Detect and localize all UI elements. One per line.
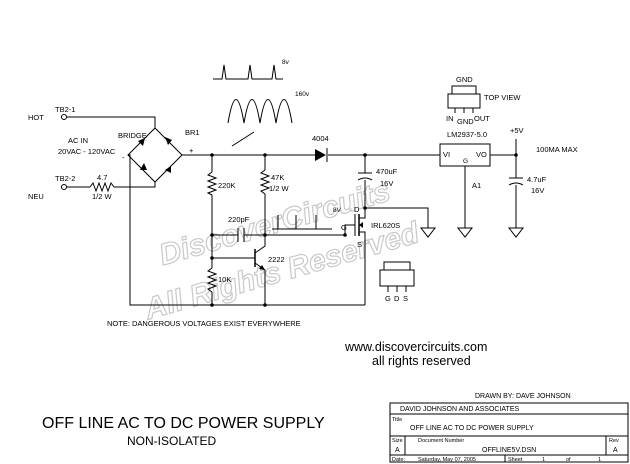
rights-text: all rights reserved — [372, 354, 471, 368]
company-name: DAVID JOHNSON AND ASSOCIATES — [400, 406, 519, 413]
label-mosfet: IRL620S — [371, 221, 400, 230]
label-47k: 47K — [271, 173, 284, 182]
label-pkg-g: G — [385, 294, 391, 303]
waveform-pointer — [231, 131, 255, 147]
size-caption: Size — [392, 438, 403, 444]
output-5v: +5V 100MA MAX 4.7uF 16V — [508, 126, 578, 228]
date-caption: Date: — [392, 457, 406, 463]
label-gnd-top: GND — [456, 75, 473, 84]
size-value: A — [395, 447, 400, 454]
of-value: 1 — [598, 457, 601, 463]
regulator-lm2937: LM2937-5.0 VI VO G A1 — [439, 130, 516, 228]
label-r-in-power: 1/2 W — [92, 192, 113, 201]
label-bridge: BRIDGE — [118, 131, 147, 140]
date-value: Saturday, May 07, 2005 — [418, 457, 476, 463]
label-neu: NEU — [28, 192, 44, 201]
label-bridge-plus: + — [189, 146, 194, 155]
label-470uf-v: 16V — [380, 179, 393, 188]
docnum-caption: Document Number — [418, 438, 464, 444]
waveform-8v-pulses: 8v — [213, 59, 290, 80]
drawing-title: OFF LINE AC TO DC POWER SUPPLY — [42, 415, 325, 432]
resistor-4r7: 4.7 1/2 W — [89, 173, 115, 201]
rev-caption: Rev — [609, 438, 619, 444]
of-caption: of — [566, 457, 571, 463]
label-mosfet-s: S — [357, 240, 362, 249]
website-url: www.discovercircuits.com — [344, 340, 487, 354]
capacitor-220pf: 220pF — [212, 215, 345, 242]
title-caption: Title — [392, 417, 402, 423]
label-pkg-s: S — [403, 294, 408, 303]
transistor-2222: 2222 — [212, 238, 285, 307]
bridge-rectifier: BRIDGE BR1 + - — [118, 127, 200, 183]
label-pin-out: OUT — [474, 114, 490, 123]
label-47k-power: 1/2 W — [269, 184, 290, 193]
wire-return — [128, 154, 365, 306]
label-bridge-minus: - — [122, 153, 125, 162]
label-47uf-v: 16V — [531, 186, 544, 195]
docnum-value: OFFLINE5V.DSN — [482, 447, 536, 454]
mosfet-package: G D S — [379, 261, 415, 303]
label-47uf: 4.7uF — [527, 175, 547, 184]
terminal-tb2-1: TB2-1 HOT — [28, 105, 75, 122]
sheet-caption: Sheet — [508, 457, 523, 463]
ground-symbol-1 — [419, 227, 437, 238]
waveform-8v-gate: 8V — [272, 207, 342, 230]
label-wave-8v-mid: 8V — [333, 207, 342, 214]
drawing-subtitle: NON-ISOLATED — [127, 434, 216, 448]
diode-4004: 4004 — [312, 134, 329, 162]
rev-value: A — [613, 447, 618, 454]
label-pin-gnd: GND — [457, 117, 474, 126]
label-tb2-2: TB2-2 — [55, 174, 75, 183]
label-wave-8v-top: 8v — [282, 59, 290, 66]
label-max-current: 100MA MAX — [536, 145, 578, 154]
label-mosfet-g: G — [341, 223, 347, 232]
capacitor-470uf: 470uF 16V — [357, 153, 398, 210]
label-10k: 10K — [218, 275, 231, 284]
label-ac-range: 20VAC - 120VAC — [58, 147, 116, 156]
warning-note: NOTE: DANGEROUS VOLTAGES EXIST EVERYWHER… — [107, 319, 301, 328]
watermark: DiscoverCircuits All Rights Reserved — [140, 174, 424, 327]
drawn-by: DRAWN BY: DAVE JOHNSON — [475, 393, 571, 400]
ground-symbol-2 — [456, 227, 474, 238]
label-220pf: 220pF — [228, 215, 250, 224]
label-g-pin: G — [463, 158, 468, 165]
sheet-value: 1 — [542, 457, 545, 463]
label-a1: A1 — [472, 181, 481, 190]
resistor-10k: 10K — [206, 267, 231, 307]
label-vo: VO — [476, 150, 487, 159]
wire-hot — [66, 116, 156, 128]
label-mosfet-d: D — [354, 205, 360, 214]
label-r-in-value: 4.7 — [97, 173, 107, 182]
wire-neutral — [66, 182, 156, 188]
label-tb2-1: TB2-1 — [55, 105, 75, 114]
resistor-220k: 220K — [206, 153, 236, 305]
label-hot: HOT — [28, 113, 44, 122]
waveform-160v-rectified: 160v — [227, 91, 310, 124]
title-block: DRAWN BY: DAVE JOHNSON DAVID JOHNSON AND… — [389, 393, 629, 463]
mosfet-irl620s: D G S IRL620S — [341, 205, 429, 305]
label-plus5v: +5V — [510, 126, 524, 135]
label-br1: BR1 — [185, 128, 200, 137]
resistor-47k: 47K 1/2 W — [259, 153, 290, 238]
label-ac-in: AC IN — [68, 136, 88, 145]
label-regulator: LM2937-5.0 — [447, 130, 487, 139]
ground-symbol-3 — [507, 227, 525, 238]
regulator-package: GND TOP VIEW IN GND OUT — [446, 75, 521, 126]
label-pkg-d: D — [394, 294, 400, 303]
label-top-view: TOP VIEW — [484, 93, 521, 102]
terminal-tb2-2: TB2-2 NEU — [28, 174, 75, 201]
label-2222: 2222 — [268, 255, 285, 264]
label-vi: VI — [443, 150, 450, 159]
label-470uf: 470uF — [376, 167, 398, 176]
label-diode: 4004 — [312, 134, 329, 143]
label-pin-in: IN — [446, 114, 454, 123]
title-block-title: OFF LINE AC TO DC POWER SUPPLY — [410, 425, 534, 432]
label-wave-160v: 160v — [295, 91, 310, 98]
label-220k: 220K — [218, 181, 236, 190]
